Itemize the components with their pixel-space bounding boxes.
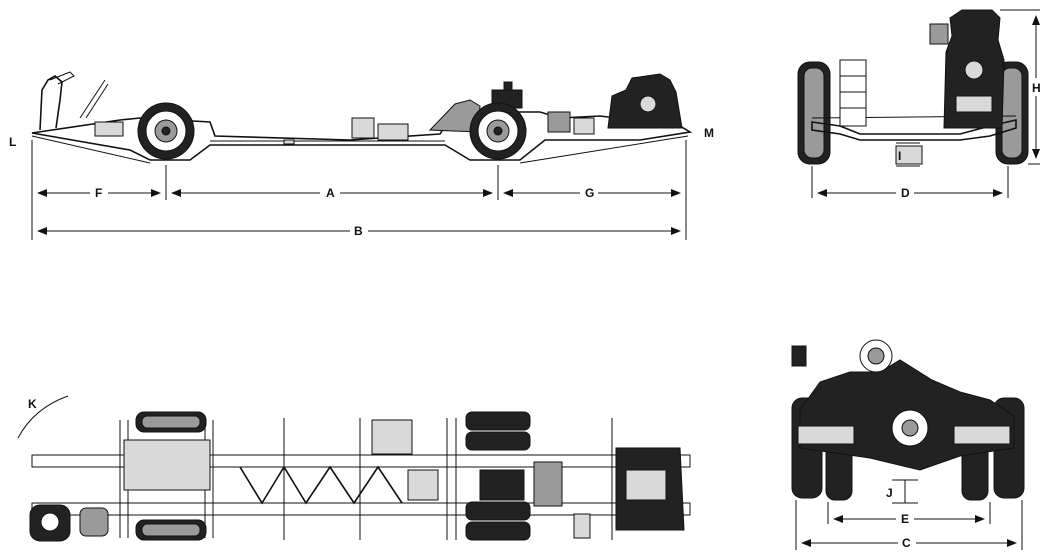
label-M: M: [704, 126, 714, 140]
label-C: C: [902, 536, 911, 550]
label-G: G: [585, 186, 594, 200]
front-view-dimensions: H I D: [811, 9, 1041, 200]
top-view-dimensions: K: [17, 395, 69, 439]
label-E: E: [901, 512, 909, 526]
rear-view-dimensions: J E C: [795, 479, 1023, 550]
label-L: L: [9, 135, 16, 149]
side-view: [31, 71, 693, 164]
rear-view: [791, 339, 1025, 501]
label-I: I: [898, 149, 901, 163]
label-H: H: [1032, 81, 1041, 95]
label-D: D: [901, 186, 910, 200]
label-J: J: [886, 486, 893, 500]
front-view: [797, 9, 1029, 165]
label-K: K: [28, 397, 37, 411]
label-A: A: [326, 186, 335, 200]
label-B: B: [354, 224, 363, 238]
label-F: F: [95, 186, 102, 200]
top-view: [29, 411, 691, 542]
side-view-dimensions: L M F A G B: [9, 126, 714, 240]
